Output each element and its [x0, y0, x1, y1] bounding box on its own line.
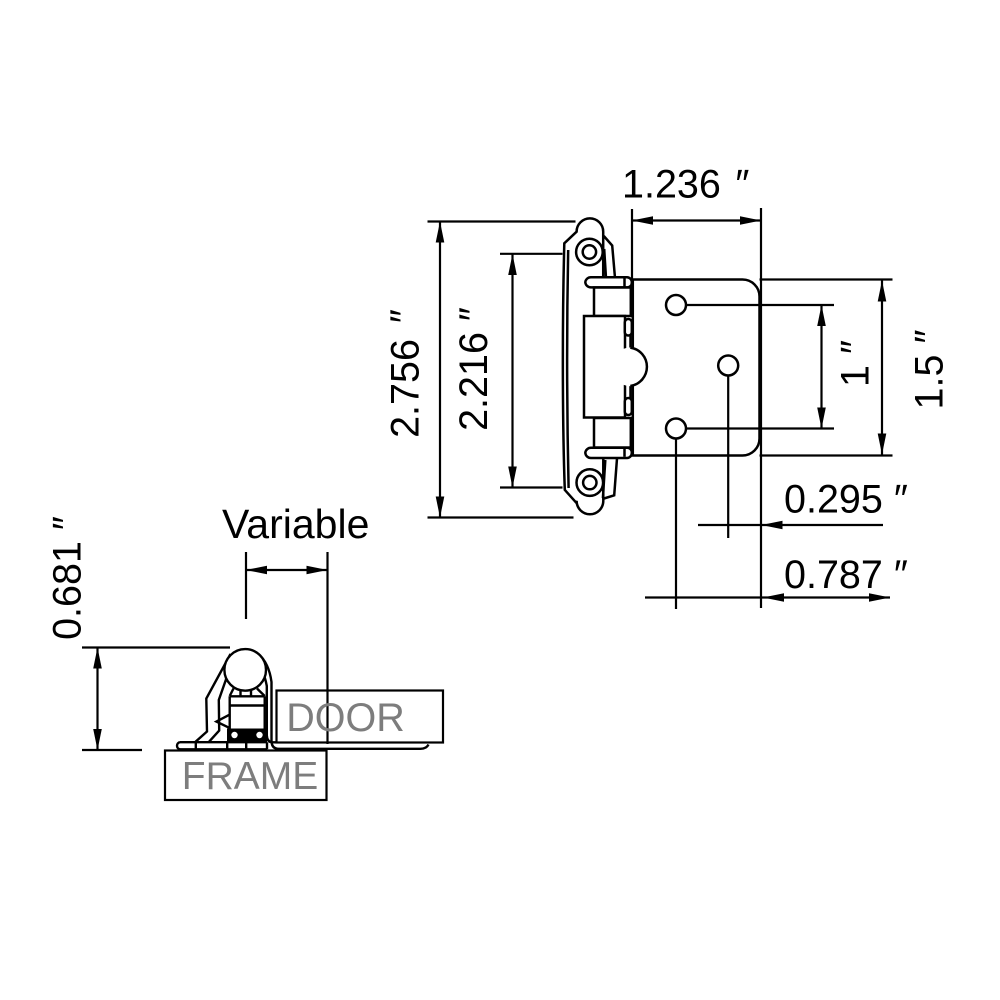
- svg-text:0.681 ″: 0.681 ″: [45, 516, 89, 640]
- svg-text:2.756 ″: 2.756 ″: [383, 309, 427, 438]
- svg-text:0.787 ″: 0.787 ″: [784, 553, 908, 597]
- svg-text:Variable: Variable: [222, 501, 369, 547]
- svg-text:1.5 ″: 1.5 ″: [907, 330, 951, 410]
- svg-text:DOOR: DOOR: [286, 696, 405, 740]
- svg-text:FRAME: FRAME: [182, 755, 319, 798]
- svg-text:0.295 ″: 0.295 ″: [784, 478, 908, 522]
- svg-text:2.216 ″: 2.216 ″: [452, 307, 496, 431]
- svg-text:1.236 ″: 1.236 ″: [622, 163, 749, 207]
- svg-text:1 ″: 1 ″: [833, 340, 877, 387]
